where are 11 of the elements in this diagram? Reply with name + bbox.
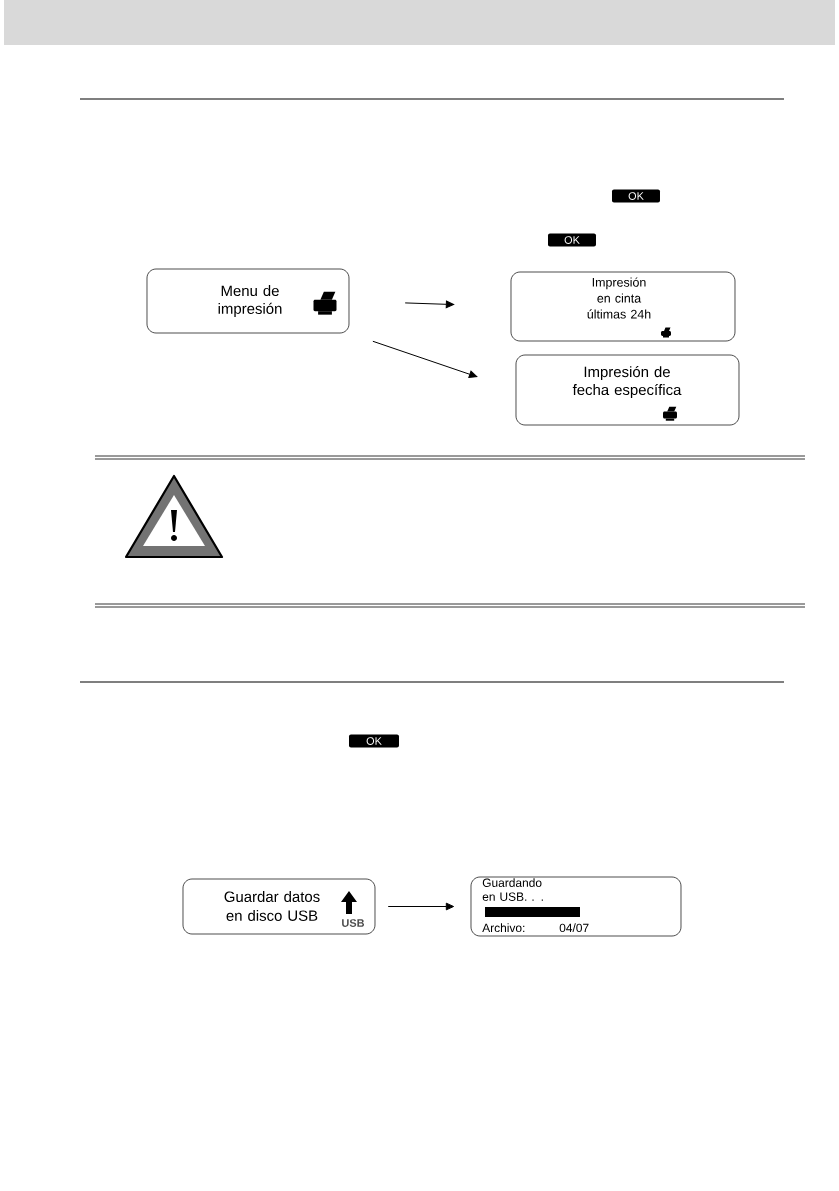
display-screen: Impresión de fecha específica <box>515 354 740 426</box>
ok-key: OK <box>349 734 399 748</box>
display-screen: Guardar datos en disco USB USB <box>182 878 376 935</box>
arrow <box>404 300 455 309</box>
ok-key: OK <box>548 233 596 247</box>
arrow <box>387 902 455 911</box>
display-screen: Guardando en USB. . . Archivo: 04/07 <box>470 876 682 937</box>
display-screen: Impresión en cinta últimas 24h <box>510 271 736 342</box>
display-screen: Menu de impresión <box>146 268 350 334</box>
ok-key: OK <box>612 189 660 203</box>
arrow <box>372 340 478 379</box>
